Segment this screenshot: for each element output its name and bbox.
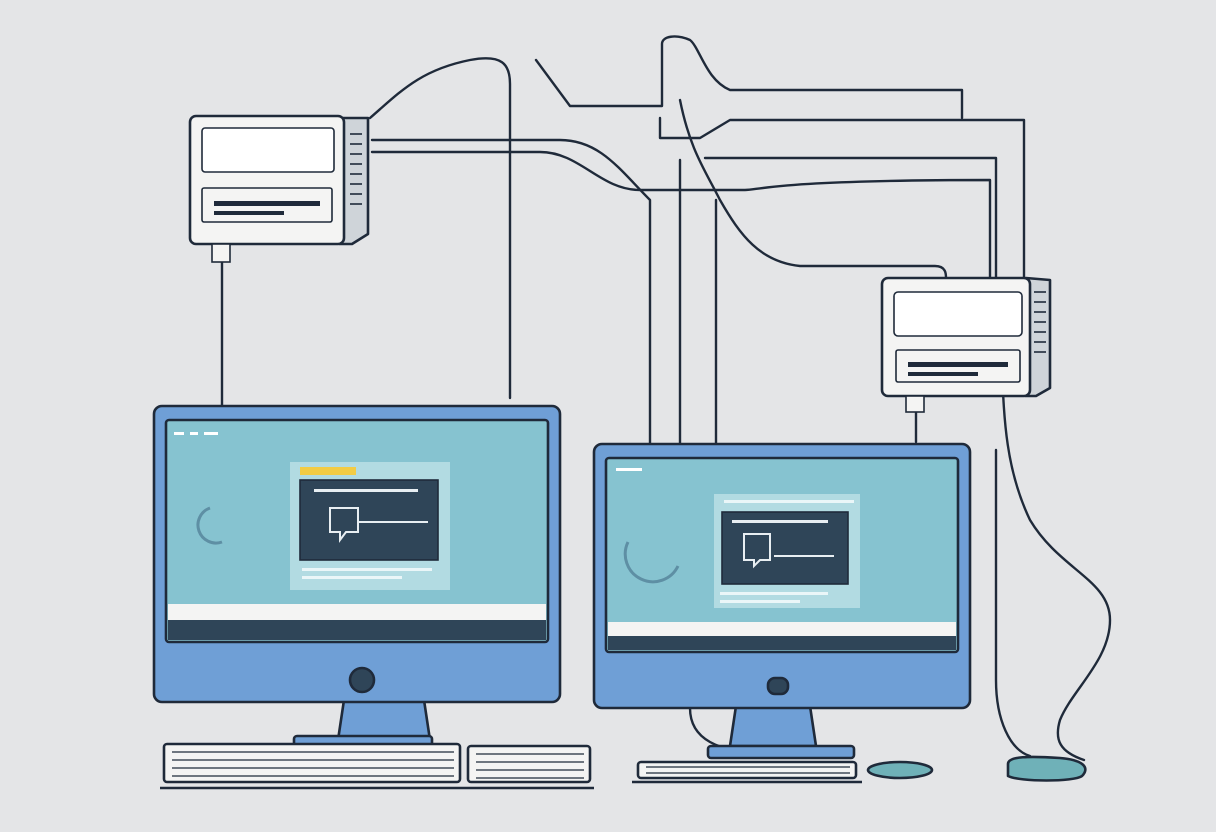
screen-left-dark-panel [299, 479, 439, 561]
switch-left-port [211, 243, 231, 263]
keyboard-icon-left [160, 742, 594, 790]
keyboard-left-numpad-keys [476, 753, 584, 779]
screen-right-bar-dark [608, 636, 956, 650]
switch-right-vents [1034, 291, 1046, 353]
screen-right-text-2 [720, 600, 800, 603]
cable-right-to-mouse-b [994, 448, 1032, 758]
cable-f [678, 98, 948, 280]
cable-b [370, 138, 652, 562]
keyboard-right-keys [646, 766, 850, 774]
screen-left-bar-dark [168, 620, 546, 640]
switch-left-slot-line-2 [214, 211, 284, 215]
screen-left-text-2 [302, 576, 402, 579]
mouse-icon-left [866, 760, 934, 780]
cable-c [370, 150, 992, 280]
cable-right-to-mouse [1000, 366, 1112, 762]
screen-right-dark-line [732, 520, 828, 523]
monitor-left-power [348, 666, 376, 694]
chat-bubble-icon-right [743, 533, 771, 569]
monitor-left-stand [336, 698, 432, 742]
screen-right-text-1 [720, 592, 828, 595]
monitor-right-stand [728, 704, 818, 748]
keyboard-right-body [636, 760, 858, 780]
monitor-left [152, 404, 562, 748]
mouse-icon-right [1006, 755, 1087, 782]
keyboard-left-body [162, 742, 462, 784]
network-switch-left [188, 114, 370, 263]
refresh-icon-left [196, 506, 223, 545]
screen-left-highlight [300, 467, 356, 475]
screen-right-header-line [724, 500, 854, 503]
refresh-icon-right [623, 541, 680, 584]
cable-a [368, 57, 512, 400]
switch-left-slot-line [214, 201, 320, 206]
keyboard-icon-right [632, 760, 862, 784]
switch-right-port [905, 395, 925, 413]
screen-left-dot-2 [190, 432, 198, 435]
monitor-right-base [706, 744, 856, 760]
screen-left-dark-line [314, 489, 418, 492]
switch-right-slot-line-2 [908, 372, 978, 376]
keyboard-left-keys [172, 751, 454, 777]
switch-right-panel [893, 291, 1023, 337]
screen-right-bar-light [608, 622, 956, 636]
screen-left-bar-light [168, 604, 546, 620]
monitor-right-power [766, 676, 790, 696]
screen-right-dot-1 [616, 468, 642, 471]
cable-e [658, 116, 1026, 280]
screen-left-dot-1 [174, 432, 184, 435]
switch-left-vents [350, 133, 362, 205]
monitor-right [592, 442, 972, 760]
keyboard-left-numpad [466, 744, 592, 784]
cable-d [534, 35, 964, 120]
screen-left-text-1 [302, 568, 432, 571]
chat-bubble-icon-left [329, 507, 359, 543]
switch-right-slot-line [908, 362, 1008, 367]
switch-left-panel [201, 127, 335, 173]
cable-g [703, 156, 998, 280]
screen-left-dot-3 [204, 432, 218, 435]
network-switch-right [880, 276, 1052, 413]
